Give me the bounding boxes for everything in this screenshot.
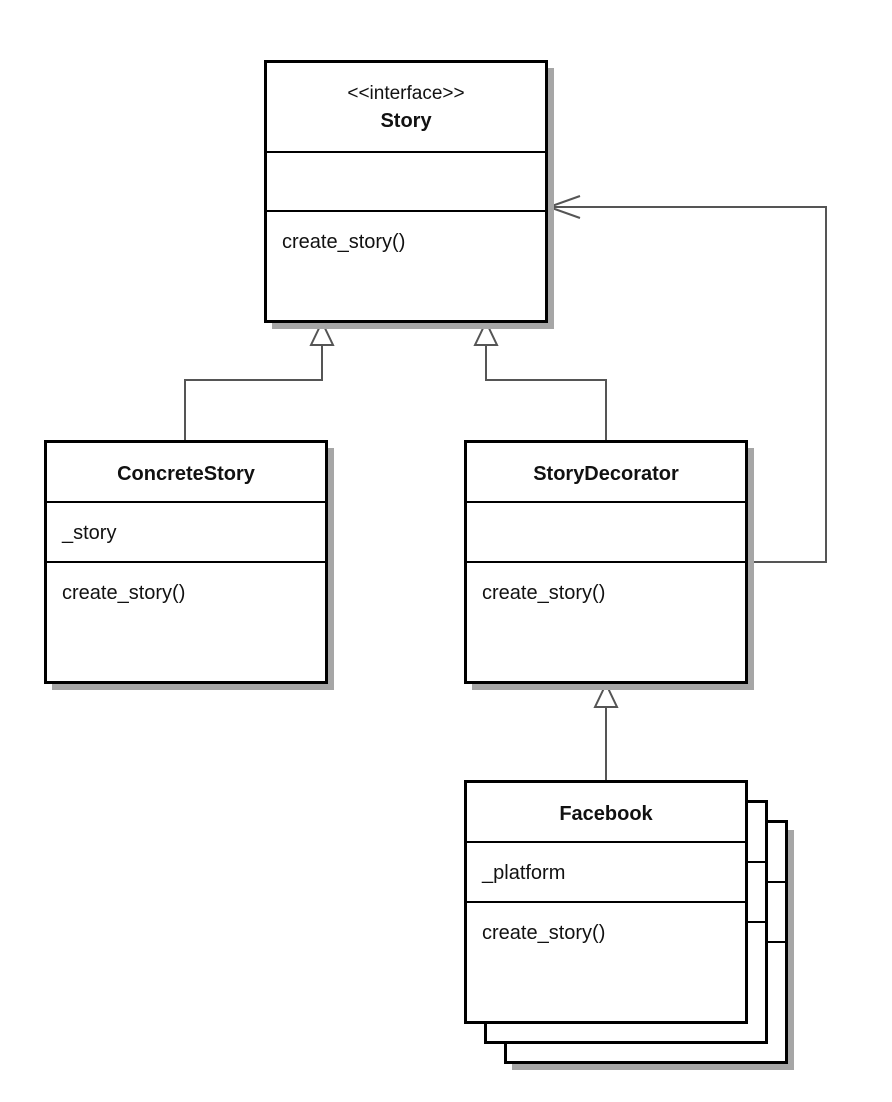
story-decorator-realization-line [485, 345, 607, 440]
facebook-header-divider [467, 841, 745, 843]
story-method: create_story() [282, 231, 406, 253]
facebook-method: create_story() [482, 922, 606, 944]
concrete-story-attribute: _story [62, 522, 117, 544]
story-header-divider [267, 151, 545, 153]
story-decorator-header-divider [467, 501, 745, 503]
concrete-story-class-name: ConcreteStory [117, 463, 255, 485]
concrete-story-attributes-divider [47, 561, 325, 563]
concrete-story-class[interactable]: ConcreteStory _story create_story() [44, 440, 328, 684]
facebook-inheritance-arrowhead [593, 681, 619, 708]
concrete-story-realization-arrowhead [309, 319, 335, 346]
story-class-name: Story [380, 110, 432, 132]
facebook-class-name: Facebook [559, 803, 653, 825]
story-attributes-divider [267, 210, 545, 212]
story-decorator-realization-arrowhead [473, 319, 499, 346]
concrete-story-method: create_story() [62, 582, 186, 604]
story-decorator-attributes-divider [467, 561, 745, 563]
concrete-story-header-divider [47, 501, 325, 503]
story-decorator-association-line [548, 206, 827, 563]
facebook-attribute: _platform [482, 862, 566, 884]
story-decorator-method: create_story() [482, 582, 606, 604]
concrete-story-realization-line [184, 345, 323, 440]
story-decorator-class[interactable]: StoryDecorator create_story() [464, 440, 748, 684]
facebook-attributes-divider [467, 901, 745, 903]
facebook-class[interactable]: Facebook _platform create_story() [464, 780, 748, 1024]
story-class[interactable]: <<interface>> Story create_story() [264, 60, 548, 323]
story-decorator-class-name: StoryDecorator [533, 463, 679, 485]
story-stereotype: <<interface>> [347, 83, 465, 104]
